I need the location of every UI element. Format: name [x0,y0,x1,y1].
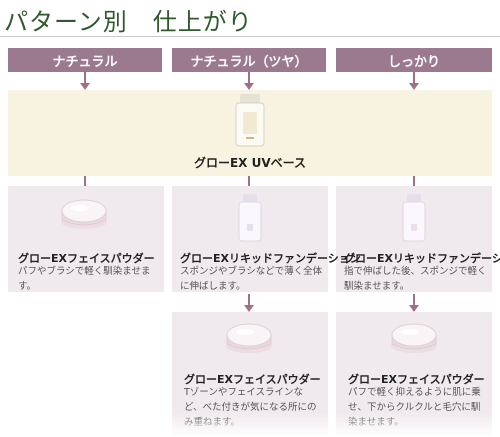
step3-product-name: グローEXフェイスパウダー [348,373,485,386]
face-powder-compact-icon [226,323,272,353]
column-header-full: しっかり [336,48,492,72]
column-header-natural: ナチュラル [8,48,162,72]
step2-product-desc: スポンジやブラシなどで薄く全体に伸ばします。 [180,266,323,292]
step3-product-name: グローEXフェイスパウダー [184,373,321,386]
bottom-fade-overlay [0,412,500,437]
step2-product-name: グローEXリキッドファンデーション [344,252,500,265]
step2-product-desc: パフやブラシで軽く馴染ませます。 [18,266,151,292]
face-powder-compact-icon [391,323,437,353]
face-powder-compact-icon [61,199,107,229]
title-divider [0,36,500,37]
arrow-down-icon [244,294,254,312]
page-title: パターン別 仕上がり [4,8,253,36]
step2-product-name: グローEXリキッドファンデーション [180,252,361,265]
column-header-natural-glow: ナチュラル（ツヤ） [172,48,326,72]
step2-product-name: グローEXフェイスパウダー [18,252,155,265]
arrow-down-icon [80,72,90,90]
liquid-foundation-bottle-icon [238,194,262,242]
arrow-down-icon [409,72,419,90]
arrow-down-icon [244,72,254,90]
base-product-name: グローEX UVベース [193,156,307,170]
arrow-down-icon [409,294,419,312]
liquid-foundation-bottle-icon [402,194,426,242]
step2-product-desc: 指で伸ばした後、スポンジで軽く馴染ませます。 [344,266,487,292]
uv-base-bottle-icon [235,94,265,147]
